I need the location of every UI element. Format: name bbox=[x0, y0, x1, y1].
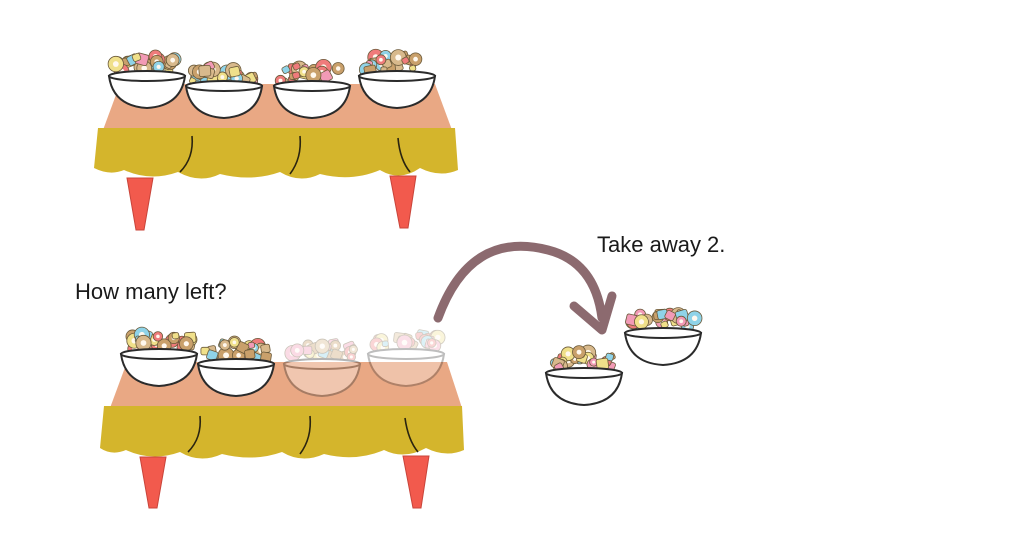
table-after bbox=[100, 362, 464, 509]
bowl-rim bbox=[273, 80, 351, 92]
bowl-body bbox=[119, 353, 199, 388]
cereal-pile bbox=[274, 59, 345, 87]
cereal-bowl-icon bbox=[544, 344, 624, 407]
bowls bbox=[107, 48, 703, 407]
cereal-bowl-icon-faded bbox=[282, 338, 362, 398]
tablecloth-folds bbox=[179, 135, 411, 175]
bowl-rim bbox=[358, 70, 436, 82]
curved-arrow-icon bbox=[433, 241, 617, 335]
table-leg-left bbox=[139, 456, 167, 509]
bowl-body bbox=[282, 363, 362, 398]
cereal-bowl-icon bbox=[119, 326, 199, 388]
bowl-rim bbox=[108, 70, 186, 82]
cereal-bowl-icon bbox=[357, 48, 437, 110]
bowl-rim bbox=[283, 358, 361, 370]
bowl-body bbox=[544, 372, 624, 407]
bowl-rim bbox=[367, 348, 445, 360]
cereal-pile bbox=[125, 326, 198, 357]
table-leg-right bbox=[402, 455, 430, 509]
cereal-bowl-icon bbox=[623, 307, 703, 367]
cereal-bowl-icon bbox=[184, 60, 264, 120]
cereal-bowl-icon bbox=[196, 335, 276, 398]
cereal-bowl-icon bbox=[107, 49, 187, 110]
instruction-text: Take away 2. bbox=[597, 232, 726, 257]
tablecloth bbox=[94, 128, 458, 179]
bowl-body bbox=[196, 363, 276, 398]
table-leg-left bbox=[126, 177, 154, 231]
tabletop bbox=[110, 362, 462, 408]
tablecloth-folds bbox=[187, 415, 419, 455]
cereal-pile bbox=[625, 307, 703, 333]
cereal-pile bbox=[369, 329, 446, 354]
bowl-body bbox=[357, 75, 437, 110]
bowl-body bbox=[272, 85, 352, 120]
bowl-body bbox=[184, 85, 264, 120]
bowl-rim bbox=[197, 358, 275, 370]
cereal-pile bbox=[200, 335, 272, 364]
tablecloth bbox=[100, 406, 464, 459]
table-leg-right bbox=[389, 175, 417, 229]
bowl-rim bbox=[624, 327, 702, 339]
question-text: How many left? bbox=[75, 279, 227, 304]
bowl-rim bbox=[545, 367, 623, 379]
cereal-bowl-icon bbox=[272, 59, 352, 120]
bowl-rim bbox=[120, 348, 198, 360]
bowl-body bbox=[366, 353, 446, 388]
bowl-body bbox=[107, 75, 187, 110]
bowl-rim bbox=[185, 80, 263, 92]
cereal-bowl-icon-faded bbox=[366, 329, 446, 388]
cereal-pile bbox=[107, 49, 182, 80]
bowl-body bbox=[623, 332, 703, 367]
cereal-pile bbox=[284, 338, 358, 364]
